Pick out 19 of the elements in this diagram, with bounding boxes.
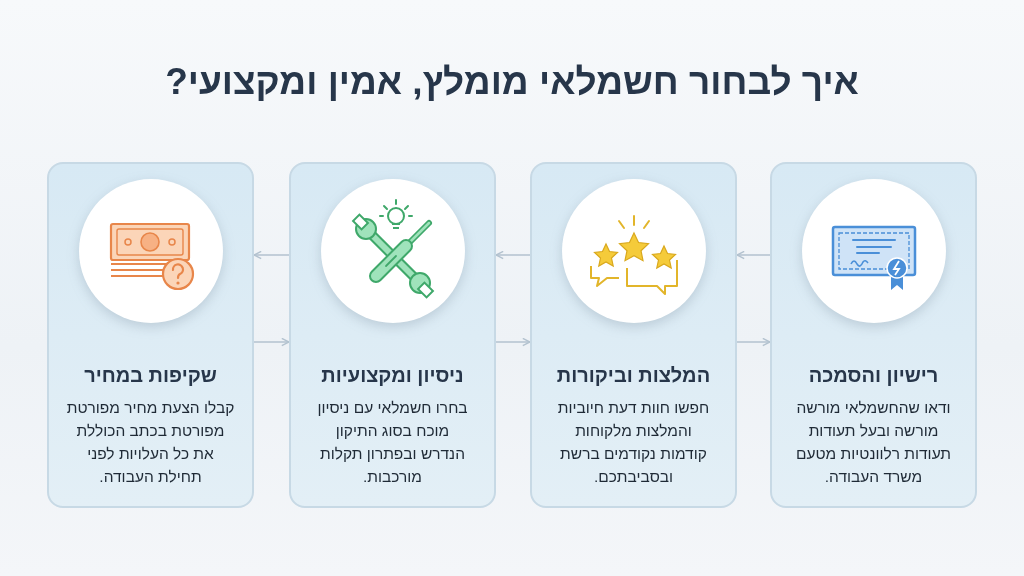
step-card: [289, 162, 496, 508]
step-card: [770, 162, 977, 508]
card-text: קבלו הצעת מחיר מפורטת מפורטת בכתב הכוללת את כל העלויות לפני תחילת העבודה.: [65, 398, 236, 487]
card-text: בחרו חשמלאי עם ניסיון מוכח בסוג התיקון הנדרש ובפתרון תקלות מורכבות.: [316, 398, 469, 487]
card-heading: שקיפות במחיר: [84, 363, 217, 388]
step-card: [47, 162, 254, 508]
card-heading: ניסיון ומקצועיות: [321, 363, 464, 388]
card-heading: המלצות וביקורות: [556, 363, 711, 388]
arrow: [736, 337, 771, 347]
arrow: [495, 250, 531, 260]
arrow: [495, 337, 531, 347]
card-text: ודאו שהחשמלאי מורשה מורשה ובעל תעודות תעודות רלוונטיות מטעם משרד העבודה.: [794, 398, 953, 487]
step-card: [530, 162, 737, 508]
card-heading: רישיון והסמכה: [808, 363, 939, 388]
arrow: [253, 337, 290, 347]
arrow: [736, 250, 771, 260]
card-text: חפשו חוות דעת חיוביות והמלצות מלקוחות קודמות נקודמים ברשת ובסביבתכם.: [556, 398, 711, 487]
title: איך לבחור חשמלאי מומלץ, אמין ומקצועי?: [165, 61, 859, 102]
arrow: [253, 250, 290, 260]
